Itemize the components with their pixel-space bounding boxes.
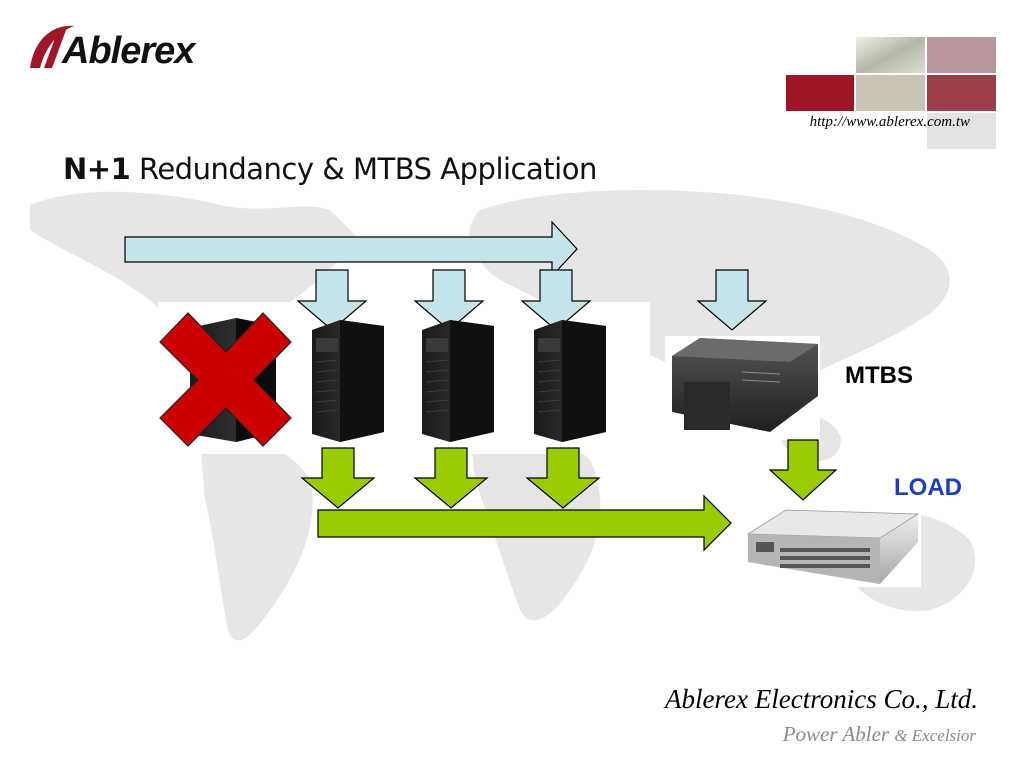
ups-unit-3 xyxy=(422,320,494,442)
title-rest: Redundancy & MTBS Application xyxy=(130,152,597,186)
ups-unit-4 xyxy=(534,320,606,442)
tagline-amp: & Excelsior xyxy=(894,726,976,745)
ups-unit-2 xyxy=(312,320,384,442)
input-arrow-3 xyxy=(520,269,592,331)
ups-input-arrows xyxy=(296,269,768,331)
mtbs-label: MTBS xyxy=(845,362,913,389)
slide-title: N+1 Redundancy & MTBS Application xyxy=(63,152,597,186)
website-url-link[interactable]: http://www.ablerex.com.tw xyxy=(809,114,970,130)
logo-wordmark: Ablerex xyxy=(62,30,195,72)
company-name: Ablerex Electronics Co., Ltd. xyxy=(665,684,978,714)
input-bus-arrow xyxy=(124,220,578,278)
decorative-tile-grid xyxy=(786,37,996,149)
input-arrow-mtbs xyxy=(696,269,768,331)
mtbs-unit xyxy=(672,338,818,432)
load-server xyxy=(746,509,920,584)
ups-output-arrows xyxy=(300,439,838,509)
load-label: LOAD xyxy=(894,474,962,501)
output-arrow-mtbs xyxy=(768,439,838,501)
output-arrow-3 xyxy=(525,447,601,509)
ablerex-logo-mark xyxy=(30,25,74,68)
input-arrow-1 xyxy=(296,269,368,331)
output-arrow-1 xyxy=(300,447,376,509)
output-bus-arrow xyxy=(317,494,732,552)
failure-cross-icon xyxy=(159,312,292,447)
title-bold-part: N+1 xyxy=(63,152,131,186)
tagline-main: Power Abler xyxy=(782,722,895,746)
input-arrow-2 xyxy=(413,269,485,331)
output-arrow-2 xyxy=(413,447,489,509)
company-tagline: Power Abler & Excelsior xyxy=(620,722,976,747)
